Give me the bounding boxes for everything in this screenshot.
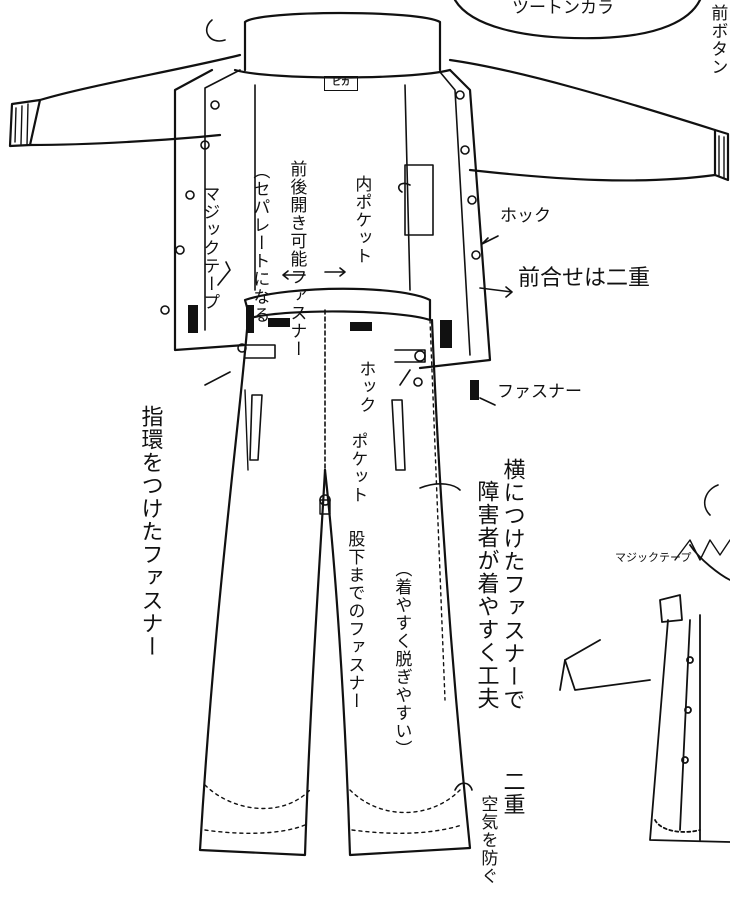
label-ring-zip: 指環をつけたファスナー	[137, 405, 163, 658]
hem-left	[204, 784, 311, 834]
jacket-right-panel	[418, 68, 492, 370]
inner-pocket-shape	[404, 164, 434, 236]
label-double: 二重	[499, 770, 525, 816]
label-zipper-right: ファスナー	[497, 382, 582, 402]
jacket-buttons	[160, 90, 481, 315]
label-magic-tape-small: マジックテープ	[615, 551, 692, 564]
right-sleeve	[448, 58, 717, 182]
label-inner-pocket: 内ポケット	[351, 175, 372, 265]
label-side-zip-2: 障害者が着やすく工夫	[473, 480, 499, 710]
label-side-zip-1: 横につけたファスナーで	[499, 458, 525, 711]
label-front-double: 前合せは二重	[518, 266, 651, 291]
side-zipper	[429, 319, 446, 701]
label-separate: （セパレートになる	[249, 162, 270, 324]
label-crotch-zip: 股下までのファスナー	[344, 530, 365, 710]
inner-shirt	[254, 84, 411, 291]
left-sleeve	[28, 53, 242, 147]
pants-right-leg	[323, 318, 472, 857]
pants-waist	[243, 287, 432, 322]
left-cuff	[8, 98, 42, 148]
bubble-text: ツートンカラ	[512, 0, 614, 18]
label-front-back-zip: 前後開き可能ファスナー	[286, 160, 307, 358]
label-easy-dress: （着やすく脱ぎやすい）	[391, 560, 412, 758]
pocket-slit-left	[249, 394, 263, 461]
label-air-block: 空気を防ぐ	[477, 795, 498, 885]
hem-right	[349, 789, 463, 834]
chest-logo: ピカ	[324, 76, 358, 91]
right-cuff	[713, 128, 730, 182]
label-hook-pants: ホック	[355, 360, 376, 414]
leader-lines	[204, 19, 719, 791]
small-jacket	[559, 544, 730, 843]
pocket-slit-right	[391, 399, 406, 471]
pants-left-leg	[198, 316, 327, 857]
jacket-left-panel	[173, 68, 247, 352]
label-hook-top: ホック	[500, 206, 551, 226]
fur-collar	[674, 539, 730, 561]
label-pocket: ポケット	[347, 432, 368, 504]
speech-bubble	[453, 0, 702, 40]
right-edge-text: 前ボタン	[707, 4, 728, 76]
collar	[243, 11, 442, 72]
label-magic-tape: マジックテープ	[199, 185, 220, 311]
